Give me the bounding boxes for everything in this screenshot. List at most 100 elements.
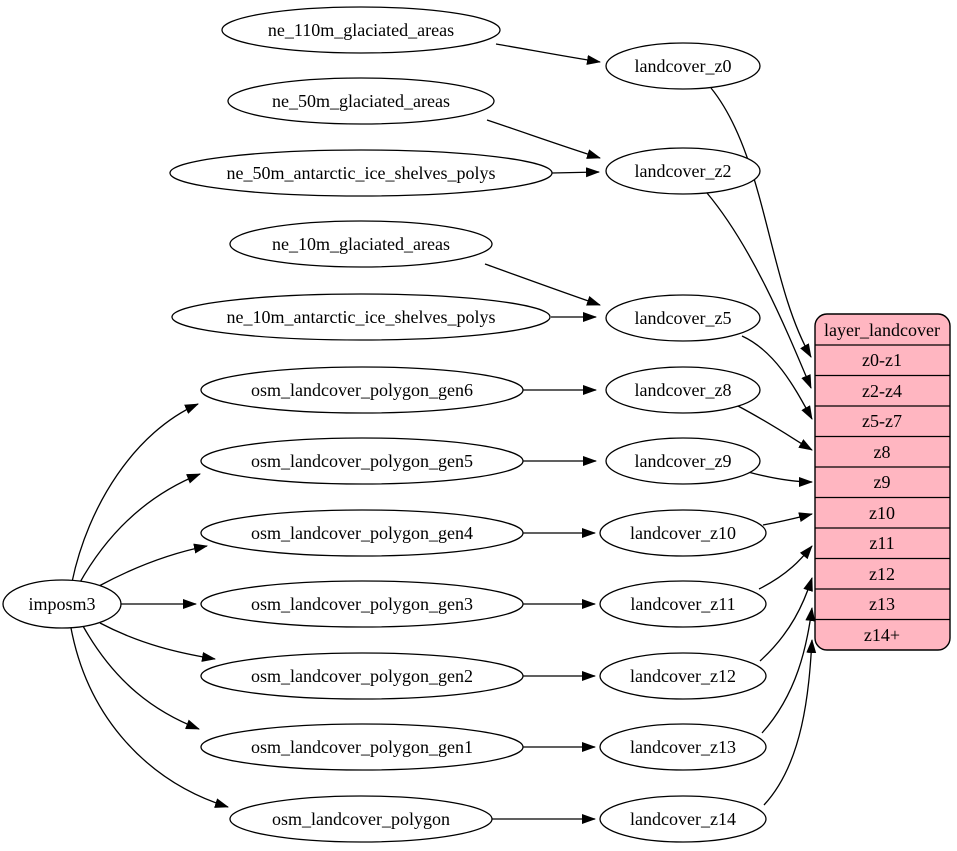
landcover-z8-label: landcover_z8	[635, 380, 732, 400]
node-osm-landcover-polygon-gen3: osm_landcover_polygon_gen3	[200, 580, 524, 628]
ne-110m-glaciated-areas-ellipse	[221, 6, 501, 54]
table-row-z14plus: z14+	[864, 625, 900, 645]
landcover-z9-ellipse	[605, 437, 761, 485]
node-landcover-z10: landcover_z10	[599, 509, 767, 557]
node-landcover-z12: landcover_z12	[599, 652, 767, 700]
node-ne-50m-glaciated-areas: ne_50m_glaciated_areas	[227, 77, 495, 125]
osm-landcover-polygon-ellipse	[229, 795, 493, 843]
landcover-z12-label: landcover_z12	[630, 666, 736, 686]
edge-ne-10m-glaciated-areas-to-landcover-z5	[484, 263, 601, 306]
edge-landcover-z14-to-row-z14plus	[763, 639, 817, 806]
edge-landcover-z10-to-row-z10	[762, 512, 813, 526]
osm-landcover-polygon-gen5-ellipse	[200, 437, 524, 485]
node-ne-50m-antarctic-ice-shelves-polys: ne_50m_antarctic_ice_shelves_polys	[169, 149, 553, 197]
landcover-z8-ellipse	[605, 366, 761, 414]
landcover-z5-label: landcover_z5	[635, 308, 732, 328]
landcover-z2-label: landcover_z2	[635, 161, 732, 181]
ne-10m-antarctic-ice-shelves-polys-ellipse	[171, 293, 551, 341]
layer-landcover-table: layer_landcover z0-z1 z2-z4 z5-z7 z8 z9 …	[814, 313, 951, 651]
landcover-z13-label: landcover_z13	[630, 737, 736, 757]
node-osm-landcover-polygon-gen2: osm_landcover_polygon_gen2	[200, 652, 524, 700]
osm-landcover-polygon-gen6-label: osm_landcover_polygon_gen6	[251, 380, 473, 400]
edge-imposm3-to-osm-landcover-polygon-gen1	[82, 625, 200, 730]
edge-ne-50m-glaciated-areas-to-landcover-z2	[486, 119, 601, 159]
node-landcover-z13: landcover_z13	[599, 723, 767, 771]
osm-landcover-polygon-gen1-ellipse	[200, 723, 524, 771]
node-ne-10m-glaciated-areas: ne_10m_glaciated_areas	[229, 220, 493, 268]
edge-imposm3-to-osm-landcover-polygon-gen6	[71, 403, 199, 583]
landcover-z10-label: landcover_z10	[630, 523, 736, 543]
table-row-z10: z10	[869, 503, 895, 523]
node-landcover-z5: landcover_z5	[605, 294, 761, 342]
table-row-z8: z8	[874, 442, 891, 462]
landcover-z0-label: landcover_z0	[635, 56, 732, 76]
layer-landcover-title: layer_landcover	[824, 320, 940, 340]
node-osm-landcover-polygon-gen1: osm_landcover_polygon_gen1	[200, 723, 524, 771]
landcover-z12-ellipse	[599, 652, 767, 700]
edge-landcover-z12-to-row-z12	[759, 577, 813, 662]
osm-landcover-polygon-label: osm_landcover_polygon	[272, 809, 450, 829]
table-row-z11: z11	[869, 533, 894, 553]
osm-landcover-polygon-gen3-label: osm_landcover_polygon_gen3	[251, 594, 473, 614]
edge-landcover-z9-to-row-z9	[747, 471, 813, 487]
table-row-z5-z7: z5-z7	[862, 411, 902, 431]
landcover-z14-ellipse	[599, 795, 767, 843]
landcover-z2-ellipse	[605, 147, 761, 195]
node-imposm3: imposm3	[2, 579, 122, 629]
landcover-z5-ellipse	[605, 294, 761, 342]
node-landcover-z9: landcover_z9	[605, 437, 761, 485]
layer-landcover-table-box	[814, 313, 951, 651]
node-osm-landcover-polygon-gen4: osm_landcover_polygon_gen4	[200, 509, 524, 557]
landcover-z13-ellipse	[599, 723, 767, 771]
edge-ne-110m-glaciated-areas-to-landcover-z0	[495, 43, 601, 65]
landcover-z14-label: landcover_z14	[630, 809, 736, 829]
edge-ne-50m-antarctic-ice-shelves-polys-to-landcover-z2	[551, 167, 600, 178]
imposm3-ellipse	[2, 579, 122, 629]
edge-imposm3-to-osm-landcover-polygon-gen5	[78, 473, 201, 585]
edge-imposm3-to-osm-landcover-polygon-gen4	[98, 543, 208, 587]
imposm3-label: imposm3	[28, 594, 95, 614]
edge-landcover-z13-to-row-z13	[761, 607, 816, 734]
osm-landcover-polygon-gen3-ellipse	[200, 580, 524, 628]
landcover-z0-ellipse	[605, 42, 761, 90]
table-row-z0-z1: z0-z1	[862, 350, 902, 370]
osm-landcover-polygon-gen5-label: osm_landcover_polygon_gen5	[251, 451, 473, 471]
edge-landcover-z8-to-row-z8	[737, 405, 813, 451]
edge-layer	[70, 43, 817, 824]
edge-landcover-z5-to-row-z5-z7	[741, 335, 813, 420]
ne-50m-glaciated-areas-ellipse	[227, 77, 495, 125]
table-row-z13: z13	[869, 594, 895, 614]
landcover-z11-label: landcover_z11	[630, 594, 735, 614]
edge-imposm3-to-osm-landcover-polygon-gen2	[99, 622, 216, 662]
osm-landcover-polygon-gen4-ellipse	[200, 509, 524, 557]
ne-50m-antarctic-ice-shelves-polys-label: ne_50m_antarctic_ice_shelves_polys	[227, 163, 496, 183]
edge-landcover-z0-to-row-z0-z1	[710, 87, 812, 358]
node-osm-landcover-polygon-gen6: osm_landcover_polygon_gen6	[200, 366, 524, 414]
node-osm-landcover-polygon: osm_landcover_polygon	[229, 795, 493, 843]
ne-50m-antarctic-ice-shelves-polys-ellipse	[169, 149, 553, 197]
landcover-z11-ellipse	[599, 580, 767, 628]
ne-50m-glaciated-areas-label: ne_50m_glaciated_areas	[272, 91, 450, 111]
landcover-z10-ellipse	[599, 509, 767, 557]
ne-110m-glaciated-areas-label: ne_110m_glaciated_areas	[268, 20, 454, 40]
edge-imposm3-to-osm-landcover-polygon	[70, 627, 229, 808]
node-landcover-z8: landcover_z8	[605, 366, 761, 414]
node-ne-10m-antarctic-ice-shelves-polys: ne_10m_antarctic_ice_shelves_polys	[171, 293, 551, 341]
osm-landcover-polygon-gen2-ellipse	[200, 652, 524, 700]
landcover-z9-label: landcover_z9	[635, 451, 732, 471]
ne-10m-glaciated-areas-ellipse	[229, 220, 493, 268]
node-ne-110m-glaciated-areas: ne_110m_glaciated_areas	[221, 6, 501, 54]
osm-landcover-polygon-gen1-label: osm_landcover_polygon_gen1	[251, 737, 473, 757]
table-row-z9: z9	[874, 472, 891, 492]
edge-landcover-z2-to-row-z2-z4	[706, 192, 812, 389]
osm-landcover-polygon-gen2-label: osm_landcover_polygon_gen2	[251, 666, 473, 686]
node-landcover-z2: landcover_z2	[605, 147, 761, 195]
node-landcover-z11: landcover_z11	[599, 580, 767, 628]
node-landcover-z0: landcover_z0	[605, 42, 761, 90]
osm-landcover-polygon-gen4-label: osm_landcover_polygon_gen4	[251, 523, 473, 543]
node-osm-landcover-polygon-gen5: osm_landcover_polygon_gen5	[200, 437, 524, 485]
ne-10m-glaciated-areas-label: ne_10m_glaciated_areas	[272, 234, 450, 254]
